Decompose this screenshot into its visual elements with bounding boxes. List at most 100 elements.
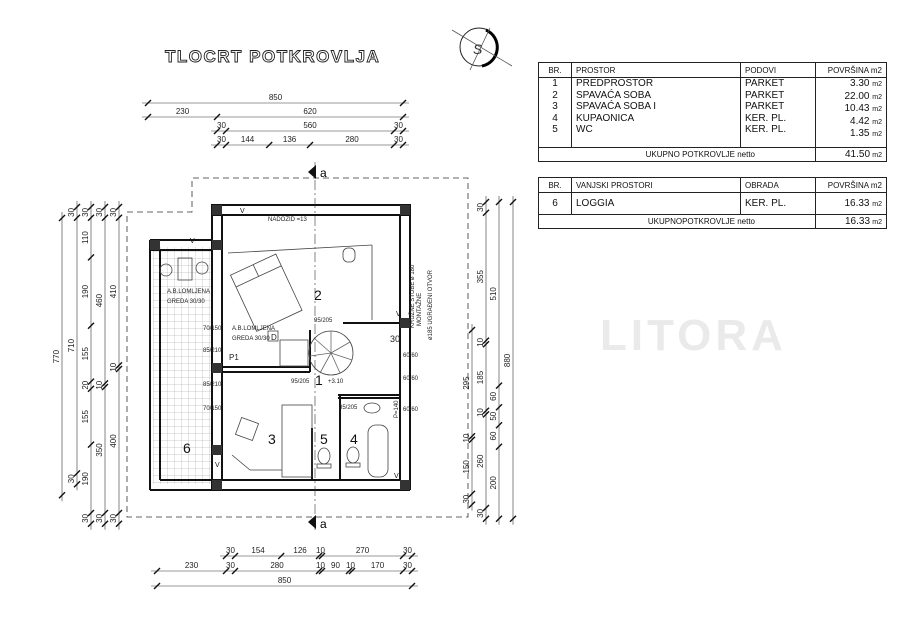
beam-note-1b: GREDA 30/30 [167,299,205,305]
dimension-label: 400 [109,434,118,448]
dimension-label: 150 [462,460,471,474]
dimension-tick [468,501,476,509]
dimension-tick [231,567,239,575]
dimension-tick [115,509,123,517]
dimension-tick [482,198,490,206]
dimension-tick [144,113,152,121]
dimension-label: 510 [489,287,498,301]
row-no: 1 [552,78,558,89]
dimension-tick [482,337,490,345]
dimension-label: 185 [476,370,485,384]
dimension-label: 230 [176,107,190,116]
dimension-label: 90 [331,561,340,570]
dimension-label: 295 [462,376,471,390]
dimension-tick [468,490,476,498]
dimension-label: 880 [503,353,512,367]
unit: m2 [872,93,882,101]
dimension-label: 30 [81,207,90,216]
dimension-label: 10 [95,380,104,389]
dimension-tick [101,520,109,528]
dimension-label: 60 [489,431,498,440]
total-area: 41.50 [845,149,871,160]
unit: m2 [872,81,882,88]
v-marker: V [394,473,399,480]
dimension-tick [213,113,221,121]
dimension-label: 30 [476,508,485,517]
cabinet-d-label: D [271,333,277,342]
dimension-tick [73,469,81,477]
room-number-1: 1 [315,372,323,388]
beam-note-2: A.B.LOMLJENA [232,326,275,332]
row-no: 4 [552,112,558,124]
dimension-label: 10 [346,561,355,570]
dimension-tick [115,214,123,222]
dimension-tick [87,322,95,330]
dimension-label: 60 [489,391,498,400]
dimension-tick [318,567,326,575]
dimension-label: 136 [283,135,297,144]
dimension-label: 30 [109,513,118,522]
dimension-label: 30 [67,474,76,483]
dimension-tick [348,567,356,575]
opening-10: 60/60 [403,353,419,359]
dimension-label: 30 [67,207,76,216]
dimension-tick [495,443,503,451]
dimension-tick [315,567,323,575]
col-header-space: VANJSKI PROSTORI [571,177,741,193]
dimension-tick [468,436,476,444]
dimension-label: 260 [476,454,485,468]
svg-text:S: S [473,41,483,57]
row-no: 5 [552,124,558,135]
beam-note-2b: GREDA 30/30 [232,336,270,342]
dimension-tick [101,203,109,211]
dimension-tick [318,552,326,560]
dimension-label: 850 [269,93,283,102]
dimension-tick [495,421,503,429]
dimension-label: 20 [81,380,90,389]
row-area: 16.33 [844,198,870,209]
unit: m2 [872,131,882,138]
row-floor: PARKET [745,101,785,112]
dimension-tick [73,480,81,488]
dimension-tick [87,203,95,211]
room-number-4: 4 [350,431,358,447]
dimension-label: 230 [185,561,199,570]
dimension-tick [213,127,221,135]
room-number-6: 6 [183,440,191,456]
dimension-label: 30 [403,561,412,570]
dimension-tick [115,203,123,211]
opening-8: 60/60 [403,376,419,382]
col-header-area: POVRŠINA m2 [815,62,887,78]
dimension-tick [144,99,152,107]
dimension-label: 355 [476,269,485,283]
dimension-tick [408,582,416,590]
dimension-tick [345,567,353,575]
opening-3: 85/210 [203,382,222,388]
dimension-tick [153,582,161,590]
dimension-tick [231,552,239,560]
dimension-label: 280 [270,561,284,570]
dimension-tick [153,567,161,575]
dimension-tick [399,552,407,560]
dimension-label: 10 [462,433,471,442]
col-header-area: POVRŠINA m2 [815,177,887,193]
dimension-label: 30 [109,207,118,216]
dimension-tick [277,552,285,560]
dimension-label: 30 [462,494,471,503]
row-no: 6 [538,192,572,215]
dimension-tick [87,441,95,449]
dimension-label: 560 [303,121,317,130]
dimension-tick [101,379,109,387]
dimension-tick [115,365,123,373]
dimension-tick [509,198,517,206]
dimension-tick [482,410,490,418]
total-label: UKUPNOPOTKROVLJE netto [538,214,816,229]
row-area: 1.35 [850,128,870,139]
loggia-tiles [153,247,213,484]
dimension-tick [101,214,109,222]
dimension-tick [495,198,503,206]
dimension-label: 154 [251,546,265,555]
dimension-tick [468,432,476,440]
